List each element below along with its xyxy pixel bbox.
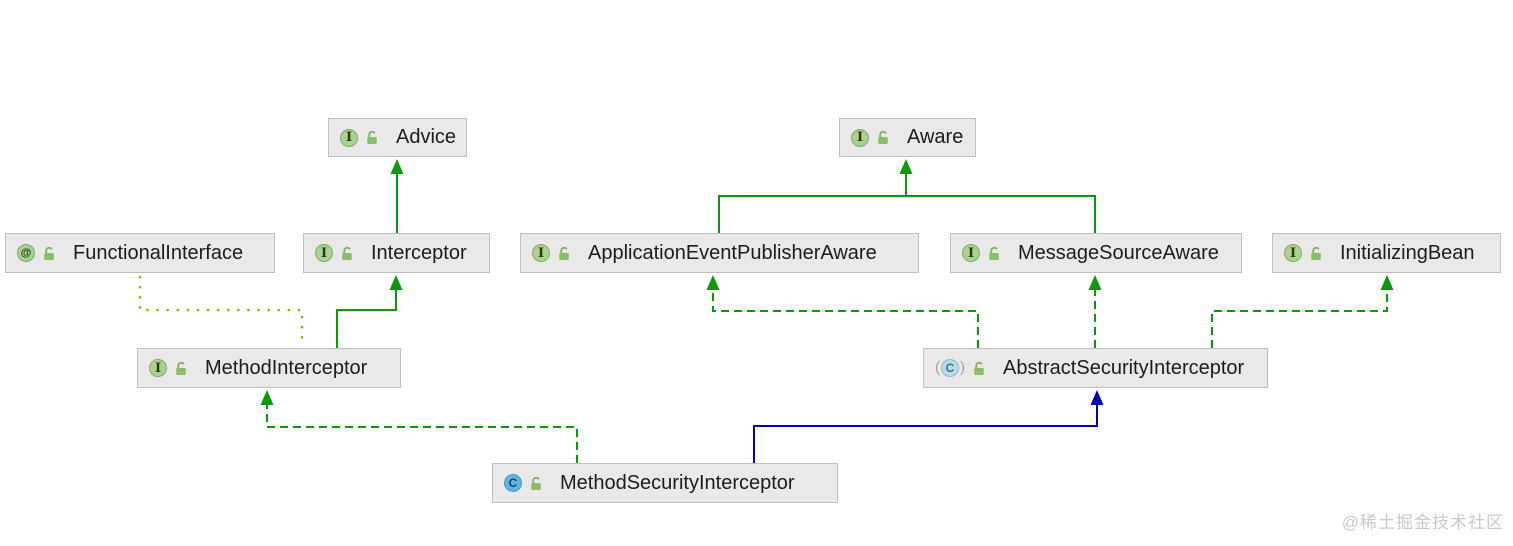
- class-node-application-event-publisher-aware[interactable]: I ApplicationEventPublisherAware: [520, 233, 919, 273]
- class-name-label: Interceptor: [371, 241, 467, 264]
- class-name-label: MethodInterceptor: [205, 356, 368, 379]
- class-node-aware[interactable]: I Aware: [839, 118, 976, 157]
- node-icon-cluster: (C): [935, 359, 987, 377]
- class-node-functional-interface[interactable]: @ FunctionalInterface: [5, 233, 275, 273]
- unlock-icon: [974, 361, 984, 375]
- unlock-icon: [1311, 246, 1321, 260]
- class-node-method-security-interceptor[interactable]: C MethodSecurityInterceptor: [492, 463, 838, 503]
- interface-icon: I: [962, 244, 980, 262]
- class-node-advice[interactable]: I Advice: [328, 118, 467, 157]
- node-icon-cluster: I: [532, 244, 572, 262]
- class-name-label: AbstractSecurityInterceptor: [1003, 356, 1245, 379]
- unlock-icon: [176, 361, 186, 375]
- class-name-label: ApplicationEventPublisherAware: [588, 241, 877, 264]
- unlock-icon: [531, 476, 541, 490]
- class-name-label: InitializingBean: [1340, 241, 1475, 264]
- interface-icon: I: [1284, 244, 1302, 262]
- class-name-label: MessageSourceAware: [1018, 241, 1219, 264]
- interface-icon: I: [149, 359, 167, 377]
- class-node-interceptor[interactable]: I Interceptor: [303, 233, 490, 273]
- node-icon-cluster: C: [504, 474, 544, 492]
- node-icon-cluster: I: [1284, 244, 1324, 262]
- class-icon: C: [941, 359, 959, 377]
- paren-glyph: ): [960, 359, 965, 376]
- interface-icon: I: [340, 128, 358, 147]
- class-name-label: MethodSecurityInterceptor: [560, 471, 795, 494]
- node-icon-cluster: I: [340, 128, 380, 147]
- node-icon-cluster: I: [149, 359, 189, 377]
- unlock-icon: [878, 130, 888, 144]
- unlock-icon: [989, 246, 999, 260]
- class-node-message-source-aware[interactable]: I MessageSourceAware: [950, 233, 1242, 273]
- node-icon-cluster: I: [315, 244, 355, 262]
- node-icon-cluster: @: [17, 244, 57, 262]
- interface-icon: I: [532, 244, 550, 262]
- class-node-method-interceptor[interactable]: I MethodInterceptor: [137, 348, 401, 388]
- abstract-class-icon: (C): [935, 359, 965, 377]
- class-node-initializing-bean[interactable]: I InitializingBean: [1272, 233, 1501, 273]
- annotation-icon: @: [17, 244, 35, 262]
- watermark: @稀土掘金技术社区: [1341, 513, 1504, 532]
- class-name-label: Aware: [907, 126, 964, 148]
- class-name-label: Advice: [396, 126, 457, 148]
- node-icon-cluster: I: [962, 244, 1002, 262]
- unlock-icon: [44, 246, 54, 260]
- interface-icon: I: [851, 128, 869, 147]
- paren-glyph: (: [935, 359, 940, 376]
- class-icon: C: [504, 474, 522, 492]
- interface-icon: I: [315, 244, 333, 262]
- unlock-icon: [367, 130, 377, 144]
- class-node-abstract-security-interceptor[interactable]: (C) AbstractSecurityInterceptor: [923, 348, 1268, 388]
- unlock-icon: [559, 246, 569, 260]
- unlock-icon: [342, 246, 352, 260]
- node-icon-cluster: I: [851, 128, 891, 147]
- class-name-label: FunctionalInterface: [73, 241, 244, 264]
